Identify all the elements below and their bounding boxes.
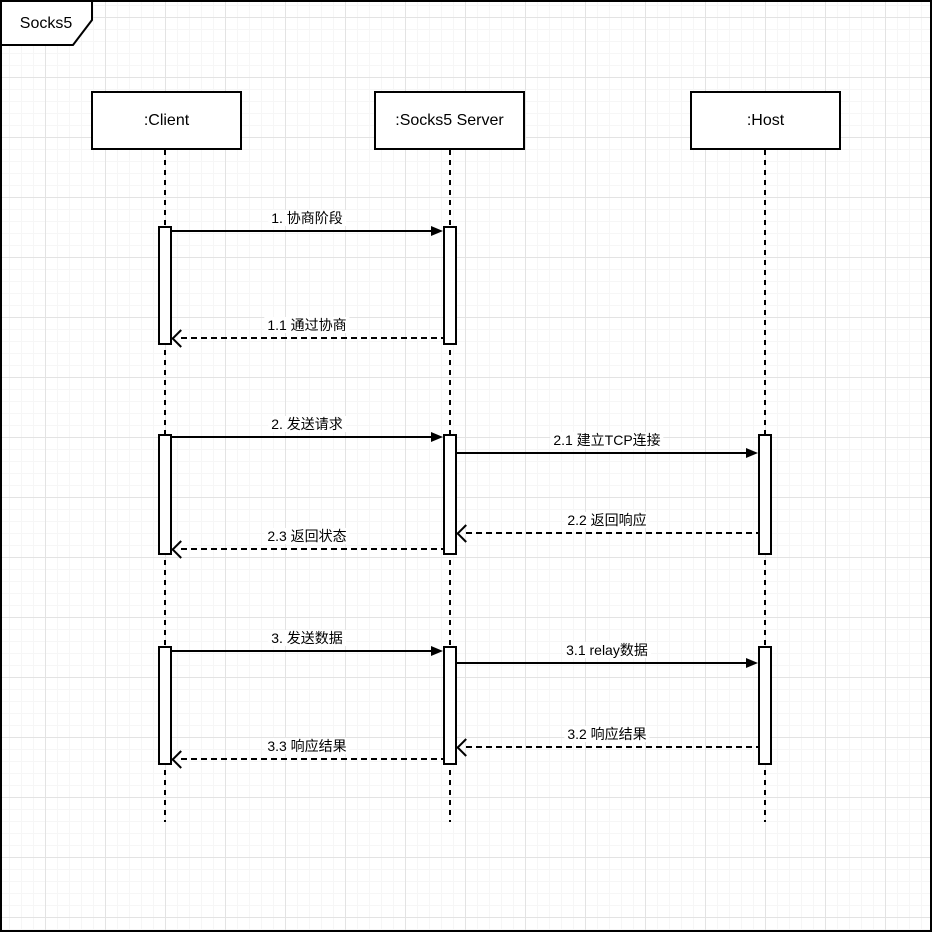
message-2-arrowhead-icon (431, 432, 443, 442)
message-3-3-label[interactable]: 3.3 响应结果 (264, 738, 350, 754)
lifeline-head-server[interactable]: :Socks5 Server (374, 91, 525, 150)
frame-title: Socks5 (19, 15, 73, 32)
message-2-line (172, 436, 432, 438)
message-2-2-label[interactable]: 2.2 返回响应 (564, 512, 650, 528)
message-3-2-label[interactable]: 3.2 响应结果 (564, 726, 650, 742)
message-1-1-line (181, 337, 443, 339)
activation-client-1[interactable] (158, 226, 172, 345)
message-3-1-line (457, 662, 746, 664)
message-2-2-arrowhead-icon (456, 524, 475, 543)
message-2-2-line (466, 532, 758, 534)
message-3-3-arrowhead-icon (171, 750, 190, 769)
frame-title-tab[interactable]: Socks5 (0, 0, 100, 50)
message-1-arrowhead-icon (431, 226, 443, 236)
lifeline-head-host[interactable]: :Host (690, 91, 841, 150)
activation-host-2[interactable] (758, 434, 772, 555)
message-1-1-label[interactable]: 1.1 通过协商 (264, 317, 350, 333)
message-3-line (172, 650, 432, 652)
activation-client-2[interactable] (158, 434, 172, 555)
activation-server-3[interactable] (443, 646, 457, 765)
activation-server-1[interactable] (443, 226, 457, 345)
lifeline-label-client: :Client (143, 111, 190, 129)
message-1-1-arrowhead-icon (171, 329, 190, 348)
activation-host-3[interactable] (758, 646, 772, 765)
message-1-line (172, 230, 432, 232)
message-2-label[interactable]: 2. 发送请求 (268, 416, 346, 432)
message-2-1-label[interactable]: 2.1 建立TCP连接 (550, 432, 664, 448)
activation-client-3[interactable] (158, 646, 172, 765)
message-2-1-arrowhead-icon (746, 448, 758, 458)
lifeline-label-server: :Socks5 Server (395, 111, 504, 129)
message-3-3-line (181, 758, 443, 760)
message-1-label[interactable]: 1. 协商阶段 (268, 210, 346, 226)
message-3-2-arrowhead-icon (456, 738, 475, 757)
activation-server-2[interactable] (443, 434, 457, 555)
frame-tab-shape (0, 0, 93, 46)
message-3-label[interactable]: 3. 发送数据 (268, 630, 346, 646)
message-2-1-line (457, 452, 746, 454)
lifeline-label-host: :Host (746, 111, 785, 129)
message-2-3-label[interactable]: 2.3 返回状态 (264, 528, 350, 544)
message-3-1-label[interactable]: 3.1 relay数据 (563, 642, 651, 658)
message-3-2-line (466, 746, 758, 748)
message-2-3-line (181, 548, 443, 550)
message-3-1-arrowhead-icon (746, 658, 758, 668)
message-2-3-arrowhead-icon (171, 540, 190, 559)
lifeline-head-client[interactable]: :Client (91, 91, 242, 150)
message-3-arrowhead-icon (431, 646, 443, 656)
